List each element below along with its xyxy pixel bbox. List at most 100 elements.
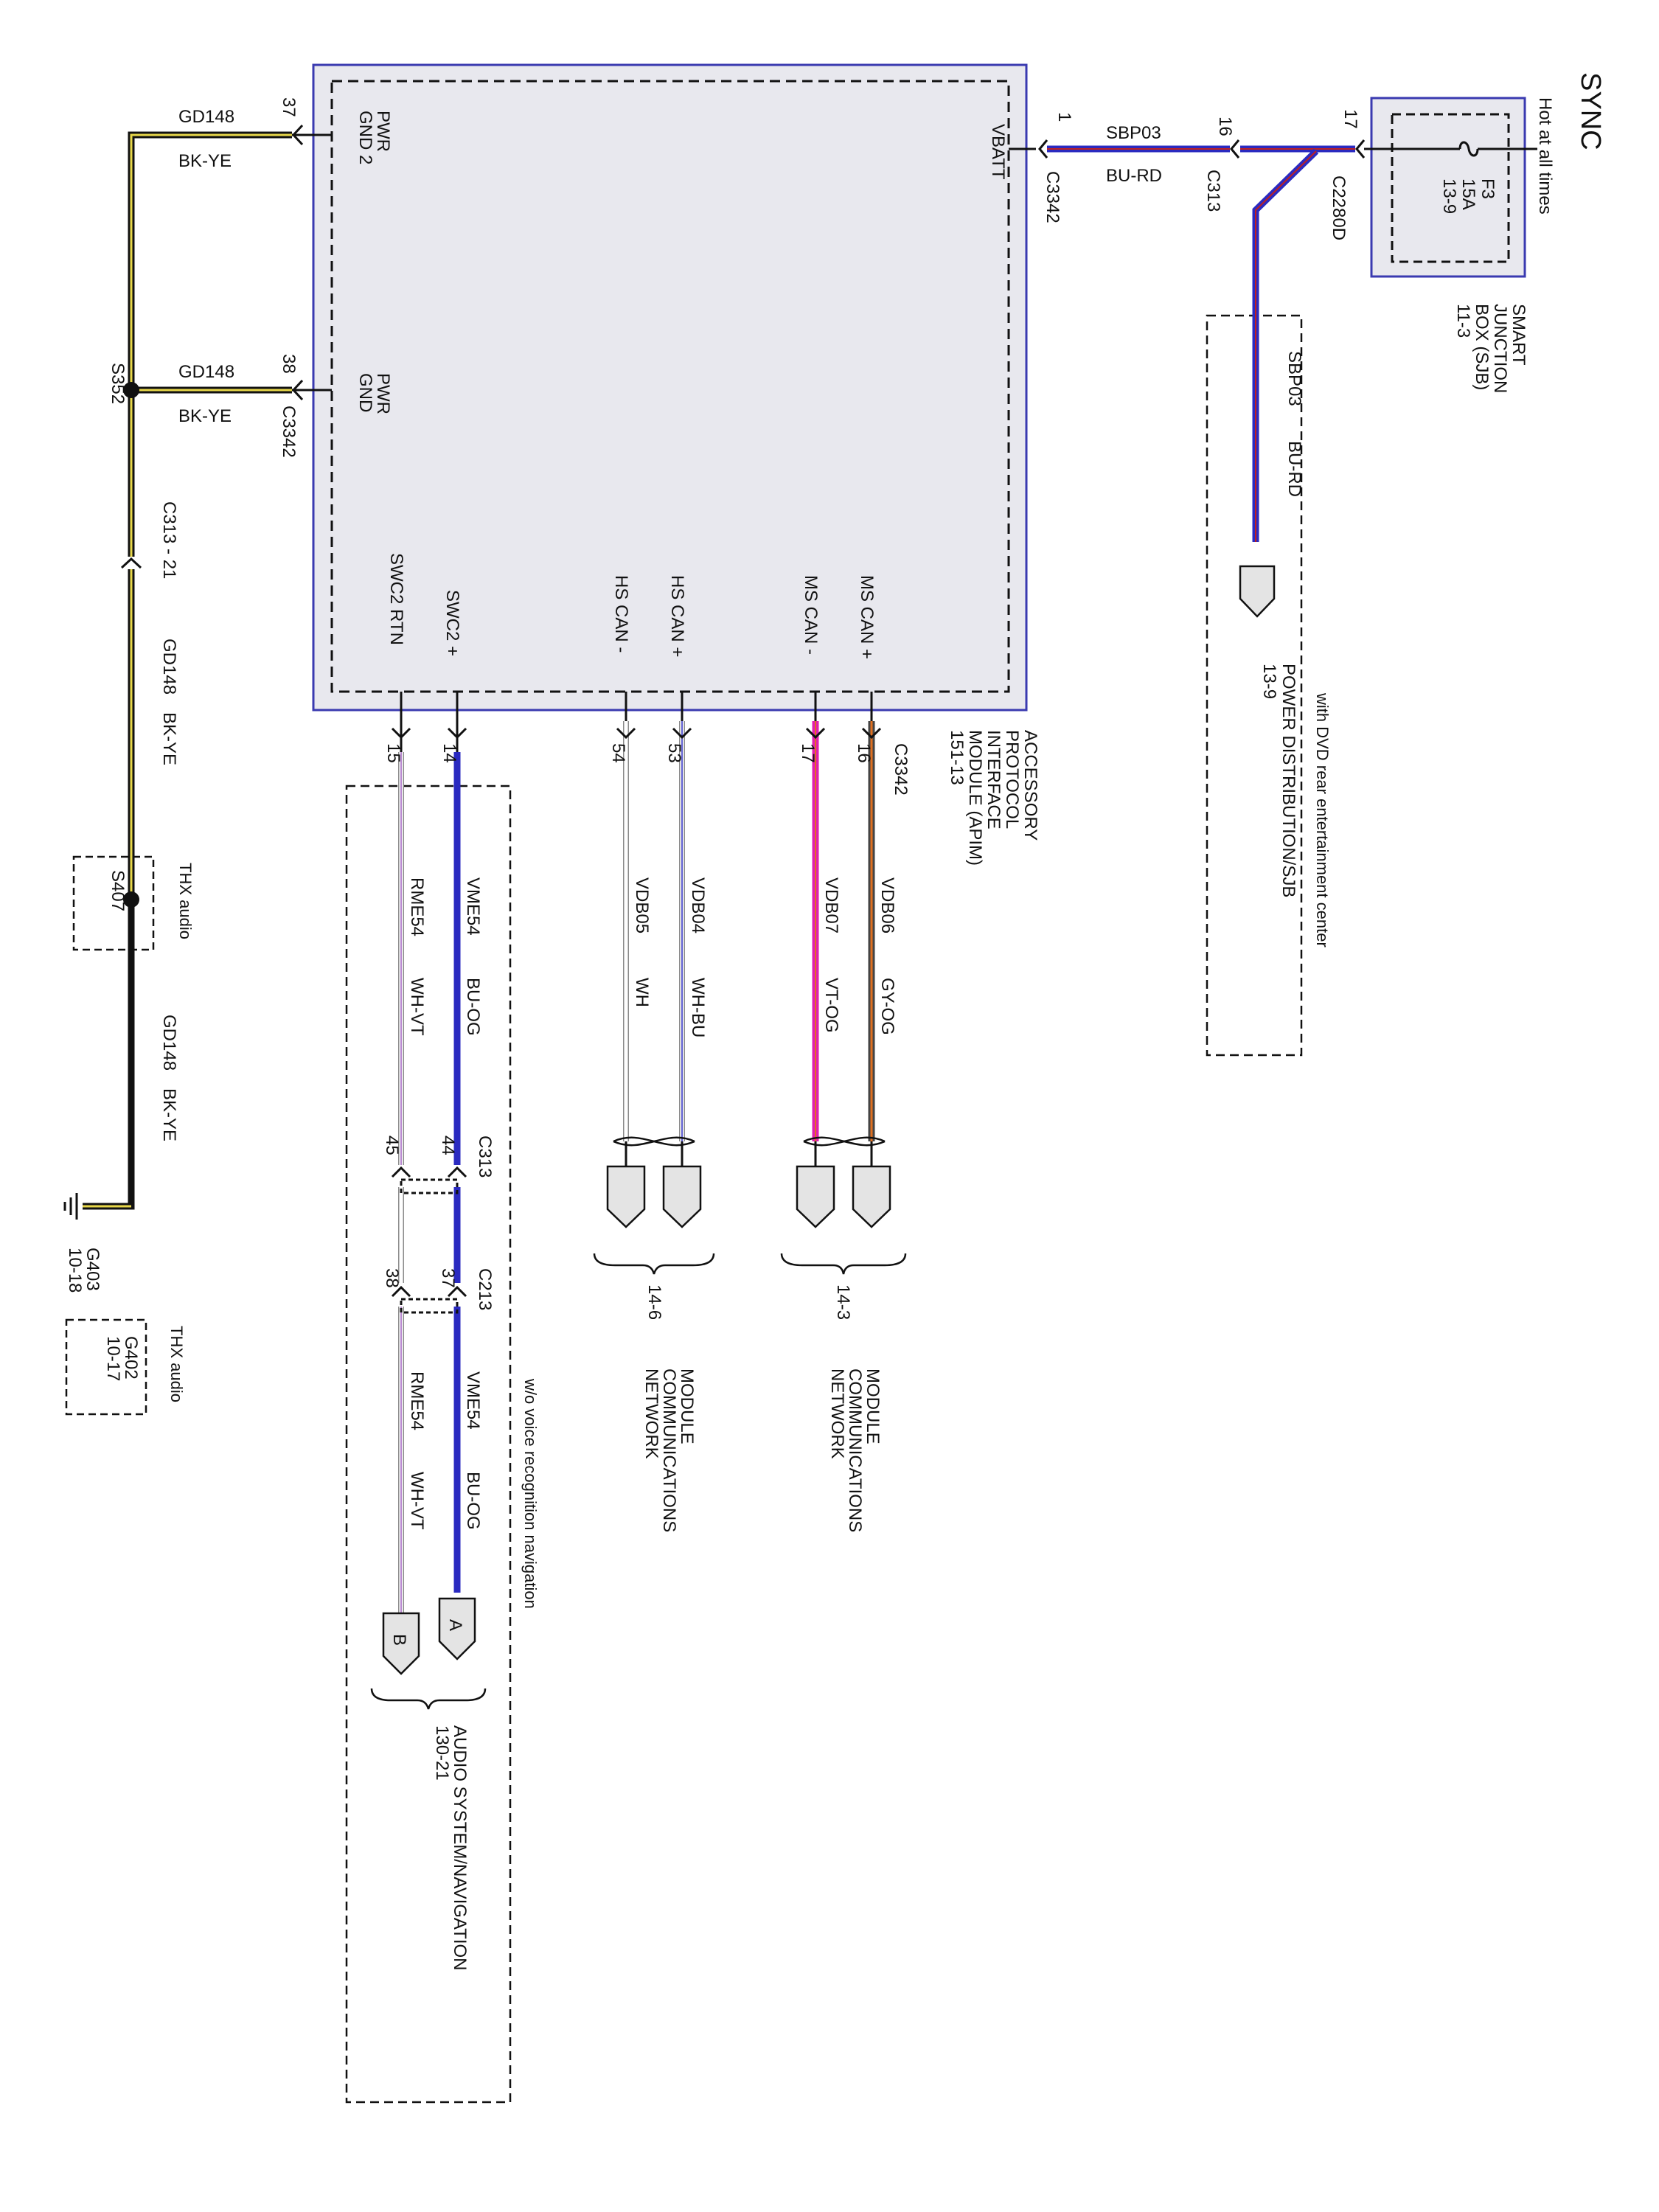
- fuse-f3-label: F3: [1478, 178, 1498, 199]
- ms-can-plus-label: MS CAN +: [857, 575, 877, 659]
- c313-pin44-label: 44: [438, 1135, 458, 1155]
- g403-label: G403: [83, 1248, 102, 1291]
- apim-label-line-4: MODULE (APIM): [965, 730, 985, 866]
- network-14-3-line-1: MODULE: [863, 1368, 883, 1444]
- apim-label-line-5: 151-13: [947, 730, 967, 785]
- bottom-conn-label: C3342: [891, 743, 911, 796]
- hs-can-plus-dest-connector[interactable]: [662, 1165, 702, 1228]
- network-14-6-line-1: MODULE: [677, 1368, 697, 1444]
- bk-ye-label-vert-1: BK-YE: [159, 712, 179, 765]
- smart-junction-box[interactable]: [1370, 97, 1526, 278]
- c3342-pin1-connector[interactable]: [1038, 139, 1048, 159]
- gnd-c3342-label: C3342: [279, 406, 299, 458]
- sbp03-branch-wire-stripe: [1255, 150, 1317, 542]
- audio-dest-connector-a[interactable]: [438, 1597, 476, 1660]
- pin-stubs: [400, 692, 873, 752]
- sjb-label-line-1: SMART: [1509, 304, 1528, 366]
- audio-dest-connector-b[interactable]: [382, 1612, 420, 1675]
- splice-s407[interactable]: [123, 891, 139, 908]
- sbp03-circuit-label: SBP03: [1106, 123, 1161, 143]
- c213-pin37-label: 37: [438, 1268, 458, 1288]
- audio-system-ref: 130-21: [432, 1725, 452, 1781]
- pin-15-label: 15: [383, 743, 403, 763]
- can-vdb06-circuit: VDB06: [877, 877, 897, 933]
- c313-swc-connectors[interactable]: [391, 1166, 467, 1194]
- can-wire-group: [398, 721, 875, 1622]
- splice-s407-label: S407: [108, 870, 128, 911]
- vme54-color-label-lower: BU-OG: [463, 1472, 483, 1530]
- c2280d-connector-label: C2280D: [1329, 175, 1349, 240]
- c313-pin21-connector[interactable]: [120, 557, 142, 569]
- c313-21-label: C313 - 21: [159, 501, 179, 579]
- rme54-color-label: WH-VT: [407, 978, 427, 1036]
- c213-swc-connectors[interactable]: [391, 1285, 467, 1314]
- can-vdb06-color: GY-OG: [877, 978, 897, 1035]
- pwr-gnd-label-line-1: PWR: [373, 373, 393, 414]
- pin38-label: 38: [279, 354, 299, 374]
- ms-can-minus-dest-connector[interactable]: [796, 1165, 835, 1228]
- apim-module-inner-boundary: [330, 80, 1010, 693]
- c3342-bottom-connectors[interactable]: [391, 727, 882, 740]
- sbp03-color-label: BU-RD: [1106, 166, 1162, 186]
- rme54-circuit-label: RME54: [407, 877, 427, 936]
- c213-swc-connector-label: C213: [475, 1268, 495, 1310]
- twisted-pair-marker-ms-can: [803, 1136, 886, 1147]
- hs-can-minus-label: HS CAN -: [611, 575, 631, 653]
- fuse-f3-symbol[interactable]: [1458, 141, 1479, 157]
- ms-can-plus-dest-connector[interactable]: [852, 1165, 891, 1228]
- hs-can-minus-dest-connector[interactable]: [606, 1165, 646, 1228]
- twisted-pair-marker-hs-can: [613, 1136, 695, 1147]
- c313-connector-label: C313: [1203, 170, 1223, 212]
- splice-s352-label: S352: [108, 363, 128, 404]
- can-vdb05-circuit: VDB05: [632, 877, 652, 933]
- hs-can-plus-label: HS CAN +: [667, 575, 687, 657]
- bk-ye-label-upper: BK-YE: [178, 151, 232, 171]
- pwr-gnd-label-line-2: GND: [355, 373, 375, 412]
- audio-system-label: AUDIO SYSTEM/NAVIGATION: [450, 1725, 470, 1970]
- c313-pin16-connector[interactable]: [1230, 139, 1240, 159]
- ground-g403-icon[interactable]: [63, 1193, 78, 1220]
- thx-audio-label-s407: THX audio: [176, 863, 195, 939]
- dest-b-label: B: [389, 1634, 409, 1646]
- pwr-gnd2-label-line-2: GND 2: [355, 111, 375, 164]
- pin37-label: 37: [279, 97, 299, 117]
- apim-label-line-3: INTERFACE: [984, 730, 1004, 830]
- apim-label-line-2: PROTOCOL: [1002, 730, 1022, 829]
- splice-s352[interactable]: [123, 382, 139, 398]
- vme54-circuit-label-lower: VME54: [463, 1371, 483, 1430]
- fuse-ref-label: 13-9: [1439, 178, 1459, 214]
- power-distribution-connector[interactable]: [1239, 565, 1276, 618]
- branch-circuit-label: SBP03: [1284, 351, 1304, 406]
- c2280d-pin-label: 17: [1340, 109, 1360, 129]
- pin-14-label: 14: [439, 743, 459, 763]
- network-14-6-line-3: NETWORK: [641, 1368, 661, 1459]
- network-14-3-line-3: NETWORK: [827, 1368, 847, 1459]
- g402-ref: 10-17: [103, 1336, 123, 1381]
- voice-nav-note: w/o voice recognition navigation: [521, 1378, 540, 1609]
- swc2-plus-label: SWC2 +: [442, 590, 462, 656]
- can-vdb05-color: WH: [632, 978, 652, 1007]
- gd148-label-mid: GD148: [178, 362, 234, 382]
- can-vdb04-color: WH-BU: [688, 978, 708, 1037]
- gd148-wire-s407-g403[interactable]: [83, 900, 135, 1210]
- g402-label: G402: [121, 1336, 141, 1380]
- thx-g402-option-box: [65, 1318, 147, 1416]
- thx-audio-label-g402: THX audio: [167, 1326, 186, 1402]
- ms-can-minus-label: MS CAN -: [801, 575, 821, 655]
- pin-17-label: 17: [798, 743, 818, 763]
- branch-color-label: BU-RD: [1284, 441, 1304, 497]
- c2280d-pin17-connector[interactable]: [1355, 139, 1366, 159]
- pwr-gnd2-label-line-1: PWR: [373, 111, 393, 152]
- fuse-rating-label: 15A: [1458, 178, 1478, 210]
- voice-nav-option-box: [345, 785, 512, 2104]
- brace-14-3: [780, 1253, 907, 1275]
- c213-pin38-label: 38: [382, 1268, 402, 1288]
- power-distribution-label: POWER DISTRIBUTION/SJB: [1279, 664, 1298, 897]
- gd148-wire-pin37[interactable]: [128, 131, 292, 390]
- c313-pin45-label: 45: [382, 1135, 402, 1155]
- brace-14-6: [593, 1253, 715, 1275]
- sjb-label-line-3: BOX (SJB): [1472, 304, 1492, 390]
- apim-module-box[interactable]: [312, 63, 1028, 712]
- network-14-3-line-2: COMMUNICATIONS: [845, 1368, 865, 1532]
- sjb-label-line-4: 11-3: [1453, 304, 1473, 338]
